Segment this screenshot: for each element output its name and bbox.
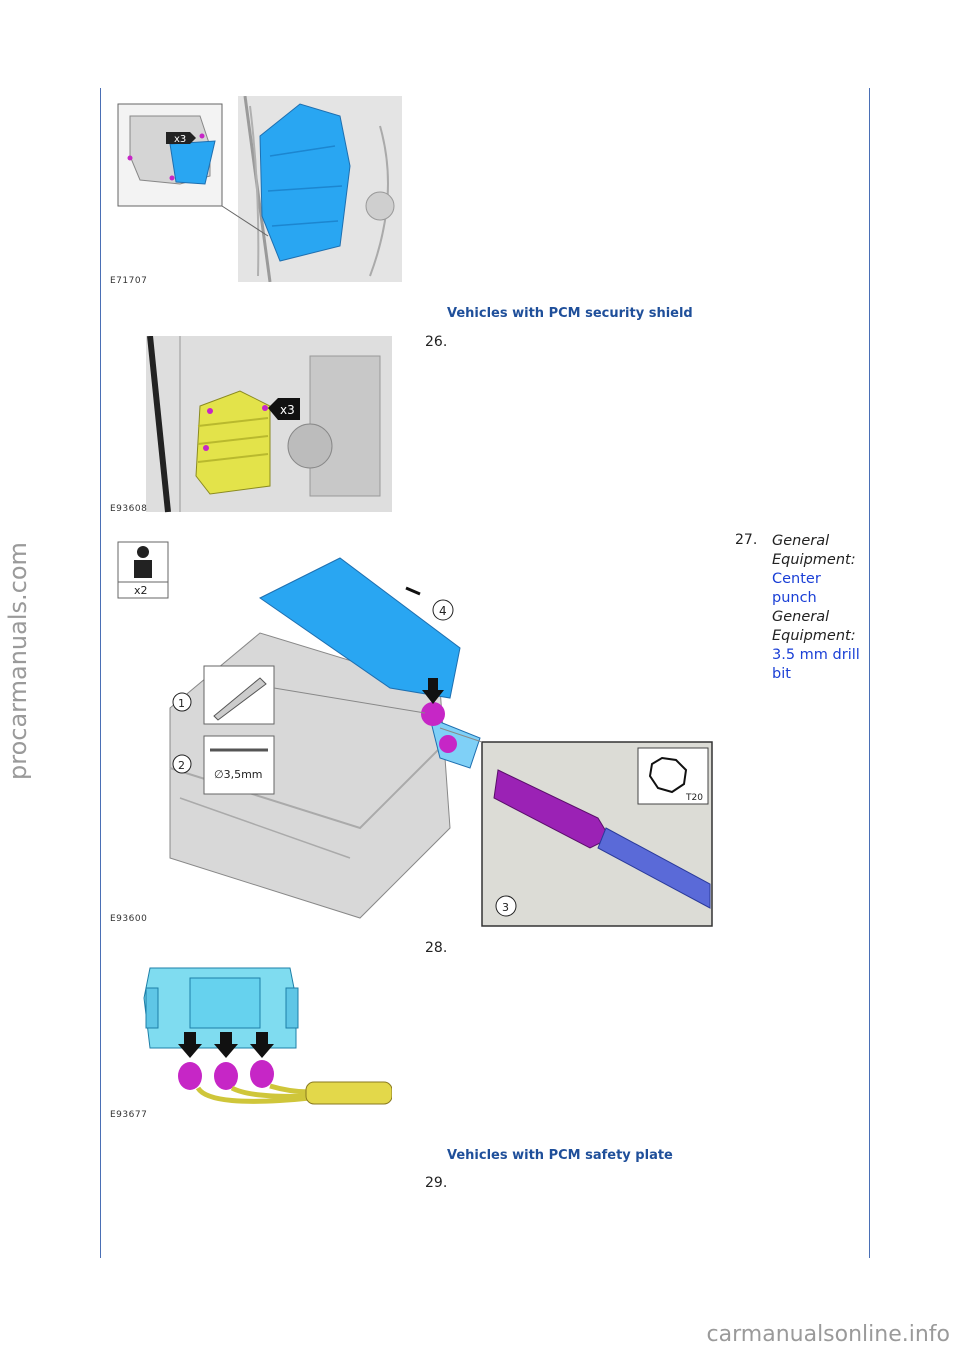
equipment-label-1: General Equipment: <box>772 533 856 568</box>
step-29-number: 29. <box>425 1175 448 1191</box>
watermark-carmanualsonline: carmanualsonline.info <box>706 1322 950 1347</box>
fig2-callout-x3: x3 <box>280 403 295 417</box>
equipment-center-punch[interactable]: Center punch <box>772 571 821 606</box>
figure-shield-drilling: x2 4 1 ∅3,5mm 2 T20 3 E93600 <box>110 538 716 930</box>
step-28-number: 28. <box>425 940 448 956</box>
equipment-list: General Equipment: Center punch General … <box>772 532 867 684</box>
watermark-procarmanuals: procarmanuals.com <box>4 542 32 780</box>
figure-code-e71707: E71707 <box>110 276 148 286</box>
drill-size-label: ∅3,5mm <box>214 768 263 781</box>
equipment-label-2: General Equipment: <box>772 609 856 644</box>
step-26-number: 26. <box>425 334 448 350</box>
step-27-number: 27. <box>735 532 758 548</box>
callout-2: 2 <box>178 759 185 772</box>
figure-connectors: E93677 <box>110 958 392 1120</box>
left-margin-rule <box>100 88 101 1258</box>
callout-1: 1 <box>178 697 185 710</box>
figure-security-shield: x3 E71707 <box>110 96 402 286</box>
figure-code-e93600: E93600 <box>110 914 148 924</box>
heading-safety-plate: Vehicles with PCM safety plate <box>447 1148 673 1163</box>
callout-3: 3 <box>502 901 509 914</box>
figure-code-e93608: E93608 <box>110 504 148 514</box>
heading-security-shield: Vehicles with PCM security shield <box>447 306 693 321</box>
figure-pcm-yellow: x3 E93608 <box>110 336 392 514</box>
fig1-callout-x3: x3 <box>174 134 186 145</box>
right-margin-rule <box>869 88 870 1258</box>
torx-label: T20 <box>685 793 703 803</box>
callout-4: 4 <box>439 604 447 618</box>
person-icon <box>137 546 149 558</box>
figure-code-e93677: E93677 <box>110 1110 148 1120</box>
person-count: x2 <box>134 584 148 597</box>
equipment-drill-bit[interactable]: 3.5 mm drill bit <box>772 647 860 682</box>
